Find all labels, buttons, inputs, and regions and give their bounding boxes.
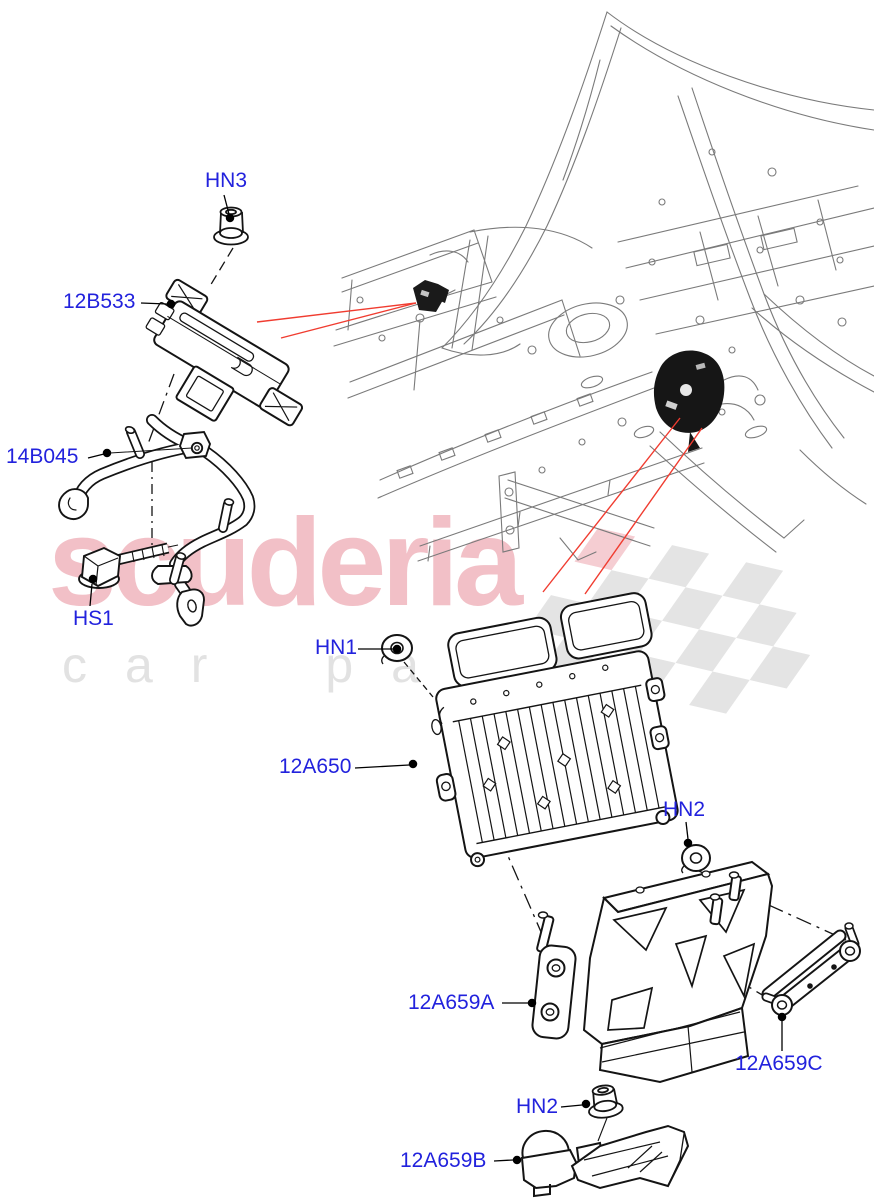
callout-hn2-upper[interactable]: HN2 (663, 798, 706, 821)
part-12a659a-bracket (531, 860, 774, 1084)
highlighted-location-large (653, 350, 725, 452)
callout-leaders (87, 194, 787, 1165)
callout-12a659c[interactable]: 12A659C (735, 1052, 823, 1075)
callout-hn2-lower[interactable]: HN2 (516, 1095, 559, 1118)
red-pointer-lines (256, 302, 703, 595)
part-hn2-nut (588, 1084, 624, 1119)
callout-hn3[interactable]: HN3 (205, 169, 248, 192)
part-hn3-nut (213, 206, 249, 246)
part-hs1-bolt (78, 542, 170, 589)
callout-12a650[interactable]: 12A650 (279, 755, 352, 778)
part-hn2-grommet (681, 844, 711, 874)
callout-12a659a[interactable]: 12A659A (408, 991, 495, 1014)
callout-12b533[interactable]: 12B533 (63, 290, 136, 313)
vehicle-body-line-art (333, 11, 874, 562)
part-12a659b-arm (520, 1124, 690, 1198)
callout-hs1[interactable]: HS1 (73, 607, 114, 630)
part-12a659c-link (761, 922, 861, 1016)
part-12b533-module (145, 278, 304, 427)
part-12a650-ecm (431, 592, 679, 868)
callout-hn1[interactable]: HN1 (315, 636, 358, 659)
callout-14b045[interactable]: 14B045 (6, 445, 79, 468)
part-14b045-bracket (58, 414, 256, 627)
highlighted-location-small (413, 280, 449, 312)
callout-12a659b[interactable]: 12A659B (400, 1149, 487, 1172)
